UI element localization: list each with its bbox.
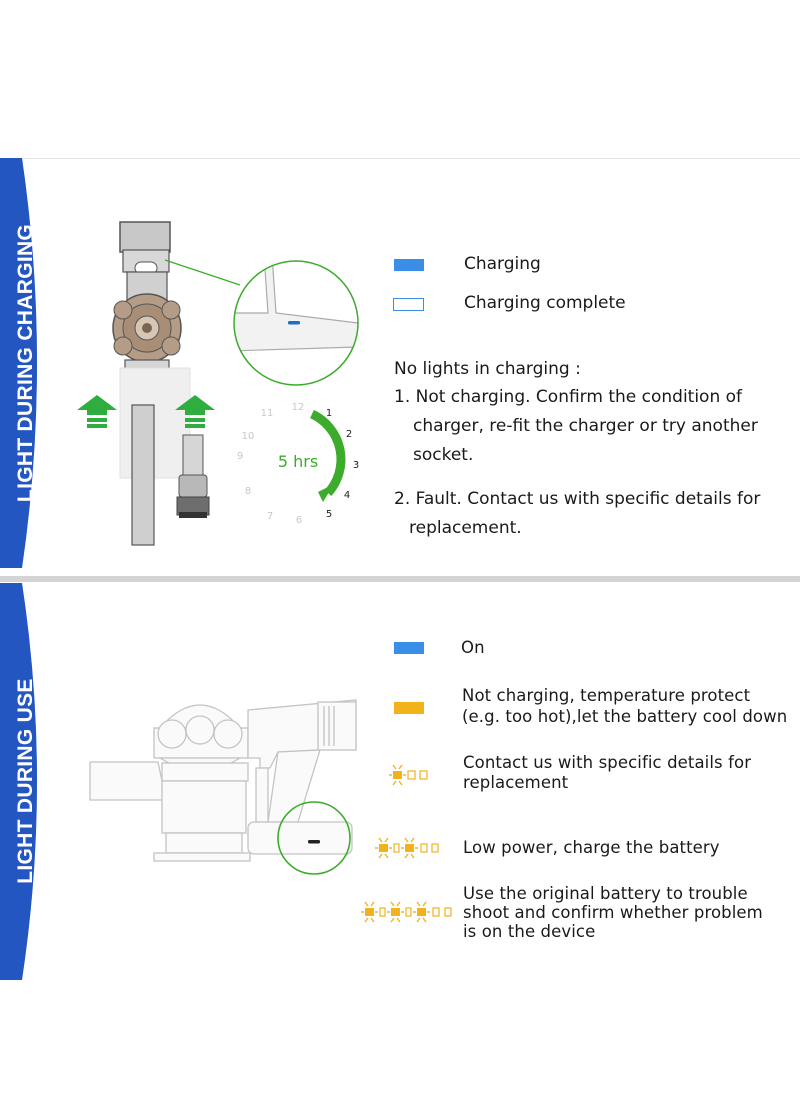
top-divider [0,158,800,159]
clock-number: 11 [261,408,274,419]
triple-flashing-amber-light-icon [361,901,452,923]
contact-line2: replacement [463,773,569,792]
solid-amber-light-icon [394,702,424,714]
section-divider [0,576,800,582]
original-battery-line2: shoot and confirm whether problem [463,903,763,922]
clock-number: 5 [326,509,332,520]
solid-blue-light-icon [394,259,424,271]
vacuum-in-use-illustration [89,699,357,875]
charging-complete-label: Charging complete [464,293,626,313]
clock-number: 9 [237,451,243,462]
charging-time-clock: 12 11 10 9 8 7 6 1 2 3 4 5 5 hrs [237,402,359,526]
on-label: On [461,638,485,657]
clock-number: 6 [296,515,302,526]
charging-light-zoom [233,260,359,386]
charging-section-tab: LIGHT DURING CHARGING [0,158,52,568]
charging-duration: 5 hrs [278,452,318,471]
original-battery-line1: Use the original battery to trouble [463,884,748,903]
contact-line1: Contact us with specific details for [463,753,752,772]
no-lights-heading: No lights in charging : [394,359,581,379]
low-power-label: Low power, charge the battery [463,838,720,857]
clock-number: 2 [346,429,352,440]
original-battery-line3: is on the device [463,922,596,941]
not-charging-line2: (e.g. too hot),let the battery cool down [462,707,788,726]
item2-line1: 2. Fault. Contact us with specific detai… [394,489,761,509]
clock-number: 12 [292,402,305,413]
use-section-tab: LIGHT DURING USE [0,583,52,980]
clock-number: 8 [245,486,251,497]
clock-arrow-icon [318,484,334,502]
charging-tab-label: LIGHT DURING CHARGING [14,223,37,503]
clock-number: 7 [267,511,273,522]
not-charging-line1: Not charging, temperature protect [462,686,751,705]
item1-line1: 1. Not charging. Confirm the condition o… [394,387,743,407]
clock-number: 3 [353,460,359,471]
flashing-amber-light-icon [389,764,428,786]
charging-label: Charging [464,254,541,274]
use-tab-label: LIGHT DURING USE [14,678,37,884]
outline-blue-light-icon [393,298,424,311]
vacuum-docking-illustration [77,221,241,546]
solid-blue-light-icon [394,642,424,654]
clock-number: 1 [326,408,332,419]
clock-number: 4 [344,490,350,501]
item1-line2: charger, re-fit the charger or try anoth… [413,416,758,436]
double-flashing-amber-light-icon [375,837,439,859]
item2-line2: replacement. [409,518,522,538]
item1-line3: socket. [413,445,474,465]
clock-number: 10 [242,431,255,442]
